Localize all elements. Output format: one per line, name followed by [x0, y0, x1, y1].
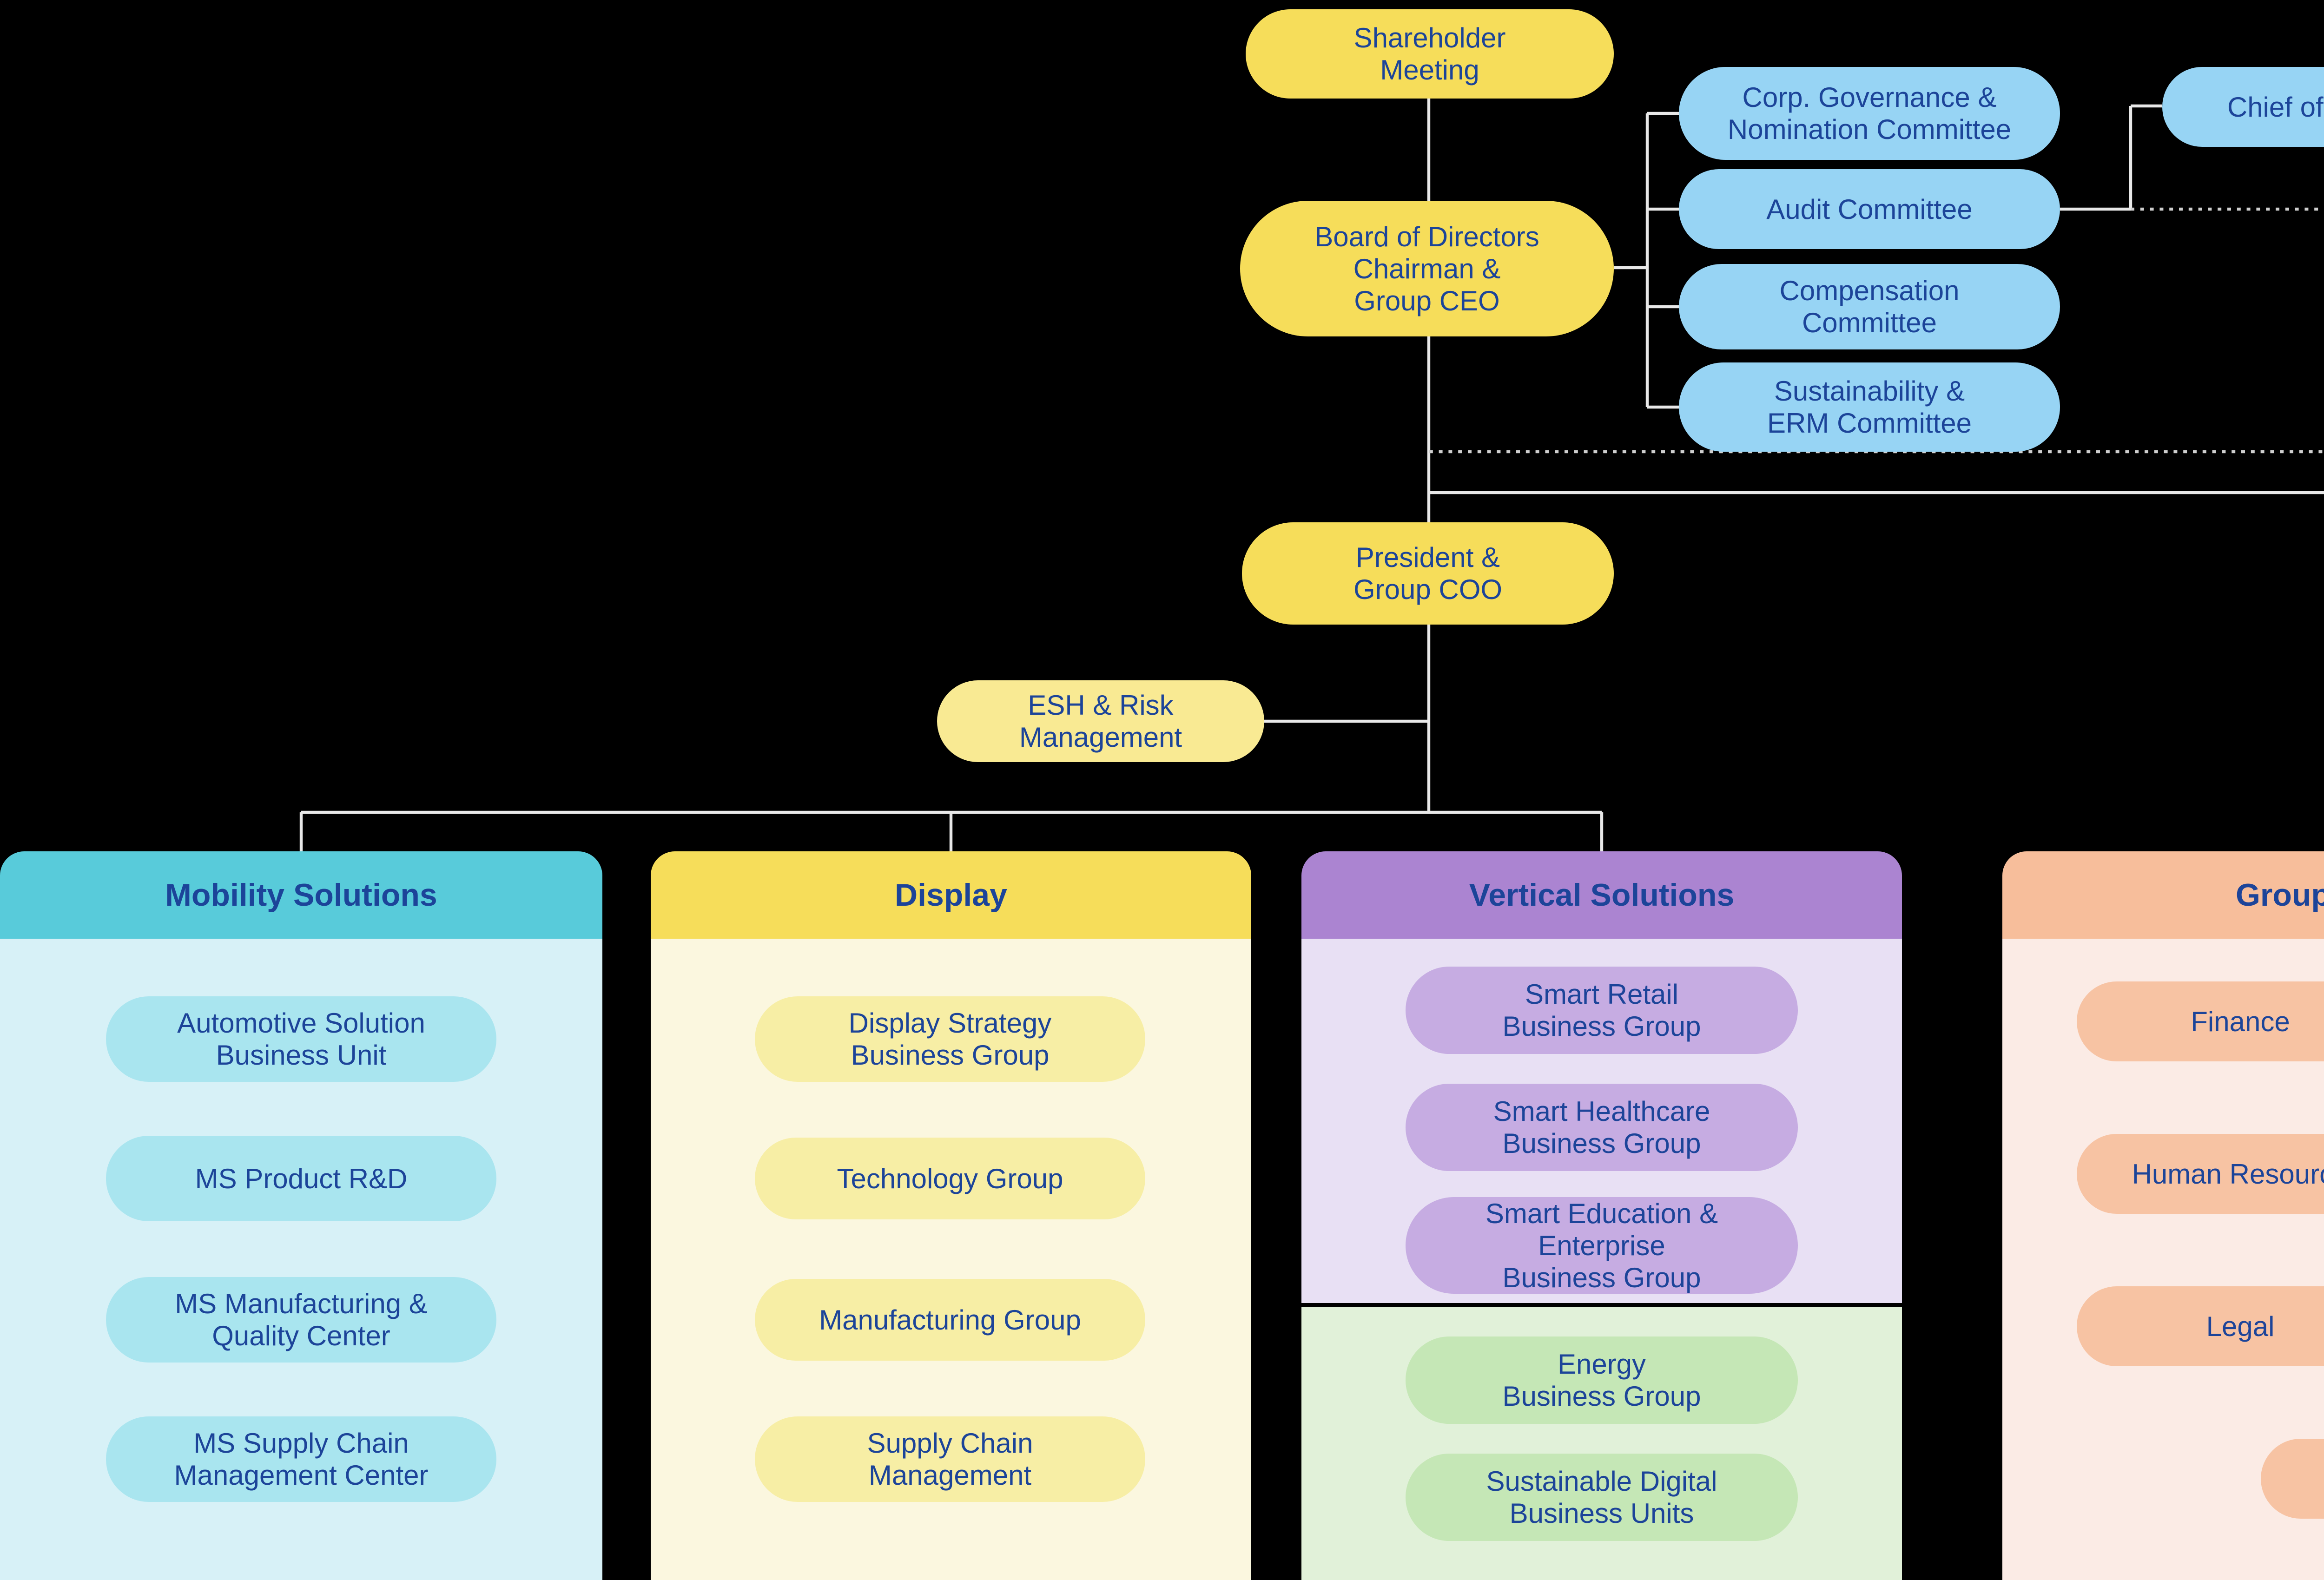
node-chief-of-compliance: Chief of Compliance: [2162, 67, 2324, 147]
node-committee-sustainability-erm: Sustainability & ERM Committee: [1679, 362, 2060, 452]
node-board-of-directors: Board of Directors Chairman & Group CEO: [1240, 201, 1614, 336]
dept-item: Manufacturing Group: [755, 1279, 1145, 1361]
dept-item: Technology Group: [755, 1138, 1145, 1219]
dept-item: Finance: [2077, 981, 2324, 1061]
dept-item: Smart Education & Enterprise Business Gr…: [1406, 1197, 1798, 1294]
dept-header-infrastructure: Group Infrastructure Unit: [2002, 851, 2324, 939]
node-committee-compensation: Compensation Committee: [1679, 264, 2060, 349]
node-shareholder-meeting: Shareholder Meeting: [1246, 9, 1614, 99]
dept-item: Smart Retail Business Group: [1406, 967, 1798, 1054]
node-committee-audit: Audit Committee: [1679, 169, 2060, 249]
dept-item: MS Product R&D: [106, 1136, 496, 1221]
dept-header-mobility: Mobility Solutions: [0, 851, 602, 939]
dept-item-auditing: Auditing: [2261, 1439, 2324, 1519]
node-esh-risk-management: ESH & Risk Management: [937, 680, 1264, 762]
dept-item: Smart Healthcare Business Group: [1406, 1084, 1798, 1171]
dept-header-vertical: Vertical Solutions: [1301, 851, 1902, 939]
dept-item: Automotive Solution Business Unit: [106, 996, 496, 1082]
dept-item: Legal: [2077, 1286, 2324, 1366]
dept-item: MS Manufacturing & Quality Center: [106, 1277, 496, 1363]
dept-item: Energy Business Group: [1406, 1336, 1798, 1424]
dept-item: Display Strategy Business Group: [755, 996, 1145, 1082]
dept-item: Supply Chain Management: [755, 1416, 1145, 1502]
dept-item: Sustainable Digital Business Units: [1406, 1454, 1798, 1541]
dept-item: MS Supply Chain Management Center: [106, 1416, 496, 1502]
dept-header-display: Display: [651, 851, 1251, 939]
node-committee-governance: Corp. Governance & Nomination Committee: [1679, 67, 2060, 160]
dept-item: Human Resource: [2077, 1134, 2324, 1214]
node-president-coo: President & Group COO: [1242, 522, 1614, 625]
